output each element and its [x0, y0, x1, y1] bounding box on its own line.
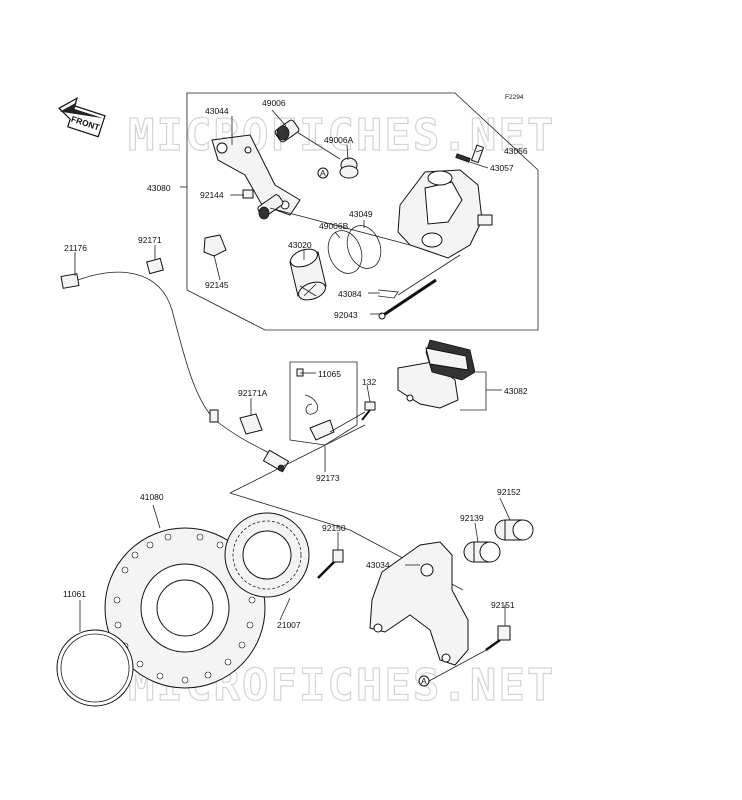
clamp-11065 — [296, 368, 335, 441]
bushing-92152 — [494, 519, 534, 541]
marker-a-lower: A — [418, 675, 430, 687]
diagram-code: F2294 — [505, 94, 524, 101]
clip-43084 — [377, 289, 399, 299]
collar-92139 — [463, 541, 501, 563]
label-92173: 92173 — [316, 473, 340, 483]
label-92145: 92145 — [205, 280, 229, 290]
caliper-body — [397, 169, 493, 259]
label-92150: 92150 — [322, 523, 346, 533]
label-49006: 49006 — [262, 98, 286, 108]
leader-lines — [74, 109, 511, 632]
clip-92144 — [242, 189, 254, 199]
label-43084: 43084 — [338, 289, 362, 299]
brake-pads — [397, 339, 476, 409]
seal-49006B — [327, 230, 363, 274]
bleeder-valve — [455, 144, 485, 164]
label-11065: 11065 — [318, 369, 341, 379]
label-21176: 21176 — [64, 243, 87, 253]
label-132: 132 — [362, 377, 376, 387]
pin-49006 — [274, 119, 300, 143]
label-92152: 92152 — [497, 487, 521, 497]
label-92171: 92171 — [138, 235, 162, 245]
label-11061: 11061 — [63, 589, 86, 599]
bolt-132 — [361, 401, 376, 421]
gasket-11061 — [56, 629, 134, 707]
label-41080: 41080 — [140, 492, 164, 502]
label-43057: 43057 — [490, 163, 514, 173]
bolt-92151 — [485, 625, 511, 652]
label-49006B: 49006B — [319, 221, 349, 231]
svg-text:A: A — [421, 676, 427, 686]
brake-disc — [104, 527, 266, 689]
label-43080: 43080 — [147, 183, 171, 193]
marker-a-upper: A — [317, 167, 329, 179]
clip-92145 — [203, 234, 227, 257]
clamp-92171 — [146, 257, 164, 275]
label-92171A: 92171A — [238, 388, 268, 398]
caliper-assembly-frame — [186, 92, 539, 331]
caliper-bracket-43034 — [369, 541, 469, 666]
label-43082: 43082 — [504, 386, 528, 396]
seal-43049 — [346, 225, 382, 269]
label-92151: 92151 — [491, 600, 515, 610]
label-92043: 92043 — [334, 310, 358, 320]
label-43020: 43020 — [288, 240, 312, 250]
slide-pin — [257, 194, 284, 220]
boot-49006A — [339, 157, 359, 179]
piston-43020 — [289, 248, 327, 301]
clamp-92171A — [239, 413, 263, 435]
abs-sensor-wire — [60, 271, 283, 461]
bolt-92150 — [317, 549, 344, 579]
label-92144: 92144 — [200, 190, 224, 200]
label-43056: 43056 — [504, 146, 528, 156]
pad-pin-92043 — [378, 278, 437, 320]
svg-text:A: A — [320, 168, 326, 178]
label-21007: 21007 — [277, 620, 301, 630]
abs-sensor — [262, 449, 290, 473]
label-43049: 43049 — [349, 209, 373, 219]
label-43034: 43034 — [366, 560, 390, 570]
label-49006A: 49006A — [324, 135, 354, 145]
label-43044: 43044 — [205, 106, 229, 116]
front-arrow-icon: FRONT — [58, 96, 106, 138]
watermark-top: MICROFICHES.NET — [128, 110, 555, 161]
sensor-ring-21007 — [224, 512, 310, 598]
label-92139: 92139 — [460, 513, 484, 523]
clamp-assembly-frame — [289, 361, 358, 446]
